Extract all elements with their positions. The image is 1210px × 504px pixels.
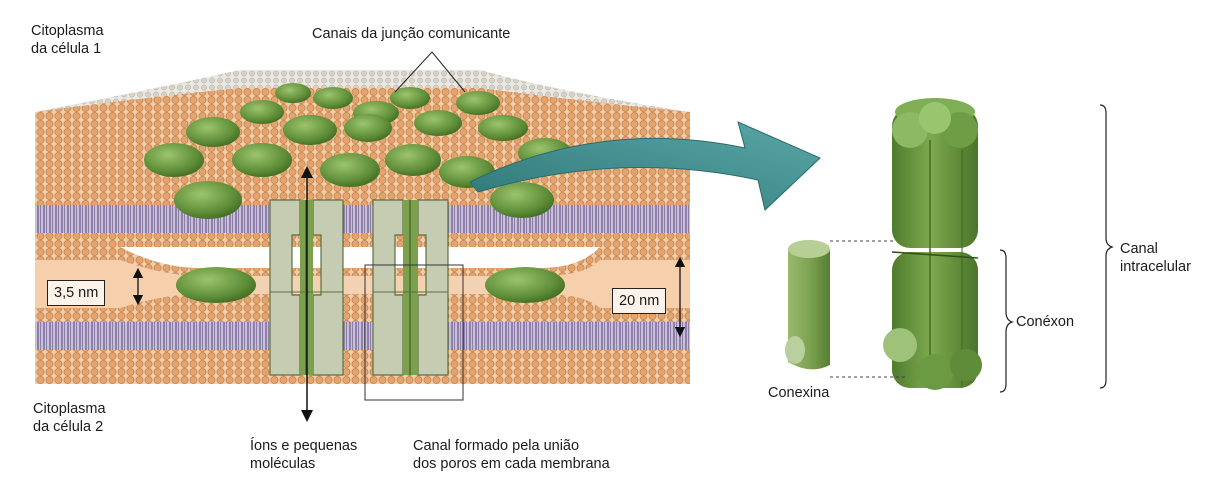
label-gap-junction-channels: Canais da junção comunicante	[312, 26, 511, 42]
membrane-block	[35, 70, 690, 422]
label-cytoplasm-1-line1: Citoplasma	[31, 23, 104, 39]
label-intercellular-channel-line1: Canal	[1120, 241, 1158, 257]
label-membrane-thickness: 20 nm	[612, 288, 667, 314]
intercellular-channel-brace	[1099, 104, 1114, 389]
connexon-gap-left	[176, 267, 256, 303]
label-gap-width: 3,5 nm	[47, 280, 106, 306]
label-cytoplasm-1-line2: da célula 1	[31, 41, 102, 57]
connexon-gap-right	[485, 267, 565, 303]
label-cytoplasm-2-line2: da célula 2	[33, 419, 104, 435]
zoom-arrow	[469, 121, 821, 211]
label-ions-line1: Íons e pequenas	[250, 438, 358, 454]
connexin-model	[785, 240, 830, 370]
label-cytoplasm-2-line1: Citoplasma	[33, 401, 106, 417]
cell1-lipid-tails	[35, 205, 690, 233]
label-connexon: Conéxon	[1016, 314, 1075, 330]
intercellular-channel-model	[883, 98, 982, 390]
connexon-domes	[144, 83, 572, 219]
connexon-brace	[999, 249, 1014, 393]
label-intercellular-channel-line2: intracelular	[1120, 259, 1191, 275]
label-connexin: Conexina	[768, 385, 830, 401]
channel-cross-section-left	[269, 199, 344, 376]
title-pointer-lines	[394, 51, 466, 93]
label-channel-formed-line1: Canal formado pela união	[413, 438, 580, 454]
cell2-lipid-tails	[35, 322, 690, 350]
label-ions-line2: moléculas	[250, 456, 316, 472]
cell2-head-layer	[35, 350, 690, 384]
channel-bracket-box	[364, 264, 464, 401]
label-channel-formed-line2: dos poros em cada membrana	[413, 456, 610, 472]
channel-cross-section-right	[372, 199, 449, 376]
